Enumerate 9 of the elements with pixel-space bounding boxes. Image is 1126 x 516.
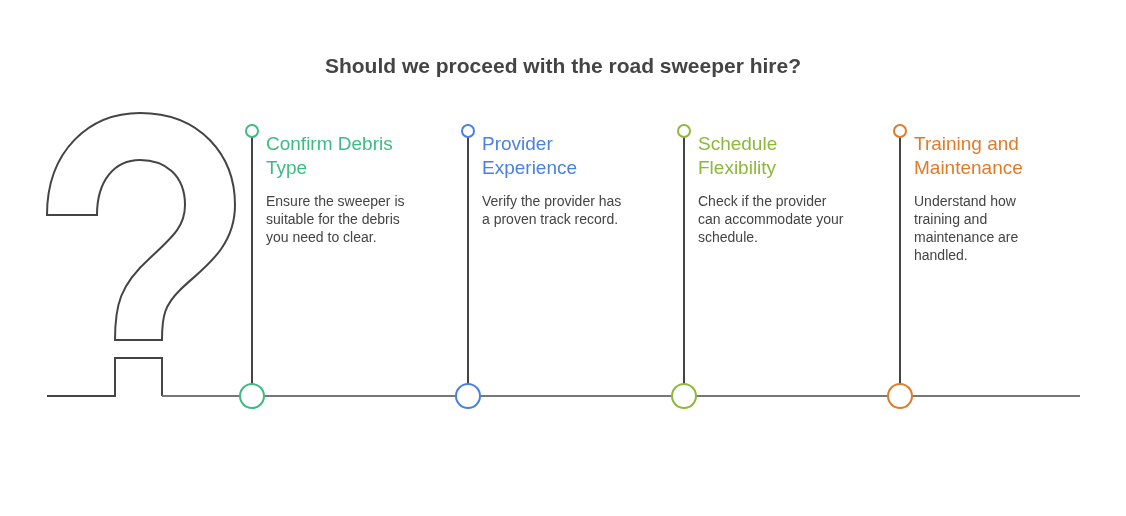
step-heading: Training and Maintenance [914, 132, 1024, 180]
step-description: Ensure the sweeper is suitable for the debris you need to clear. [266, 192, 406, 246]
step-description: Verify the provider has a proven track record. [482, 192, 623, 228]
step-description: Understand how training and maintenance are handled. [914, 192, 1020, 264]
step-description: Check if the provider can accommodate your schedule. [698, 192, 845, 246]
step-heading: Provider Experience [482, 132, 579, 180]
step-heading: Schedule Flexibility [698, 132, 779, 180]
title: Should we proceed with the road sweeper hire? [323, 54, 803, 78]
step-heading: Confirm Debris Type [266, 132, 394, 180]
